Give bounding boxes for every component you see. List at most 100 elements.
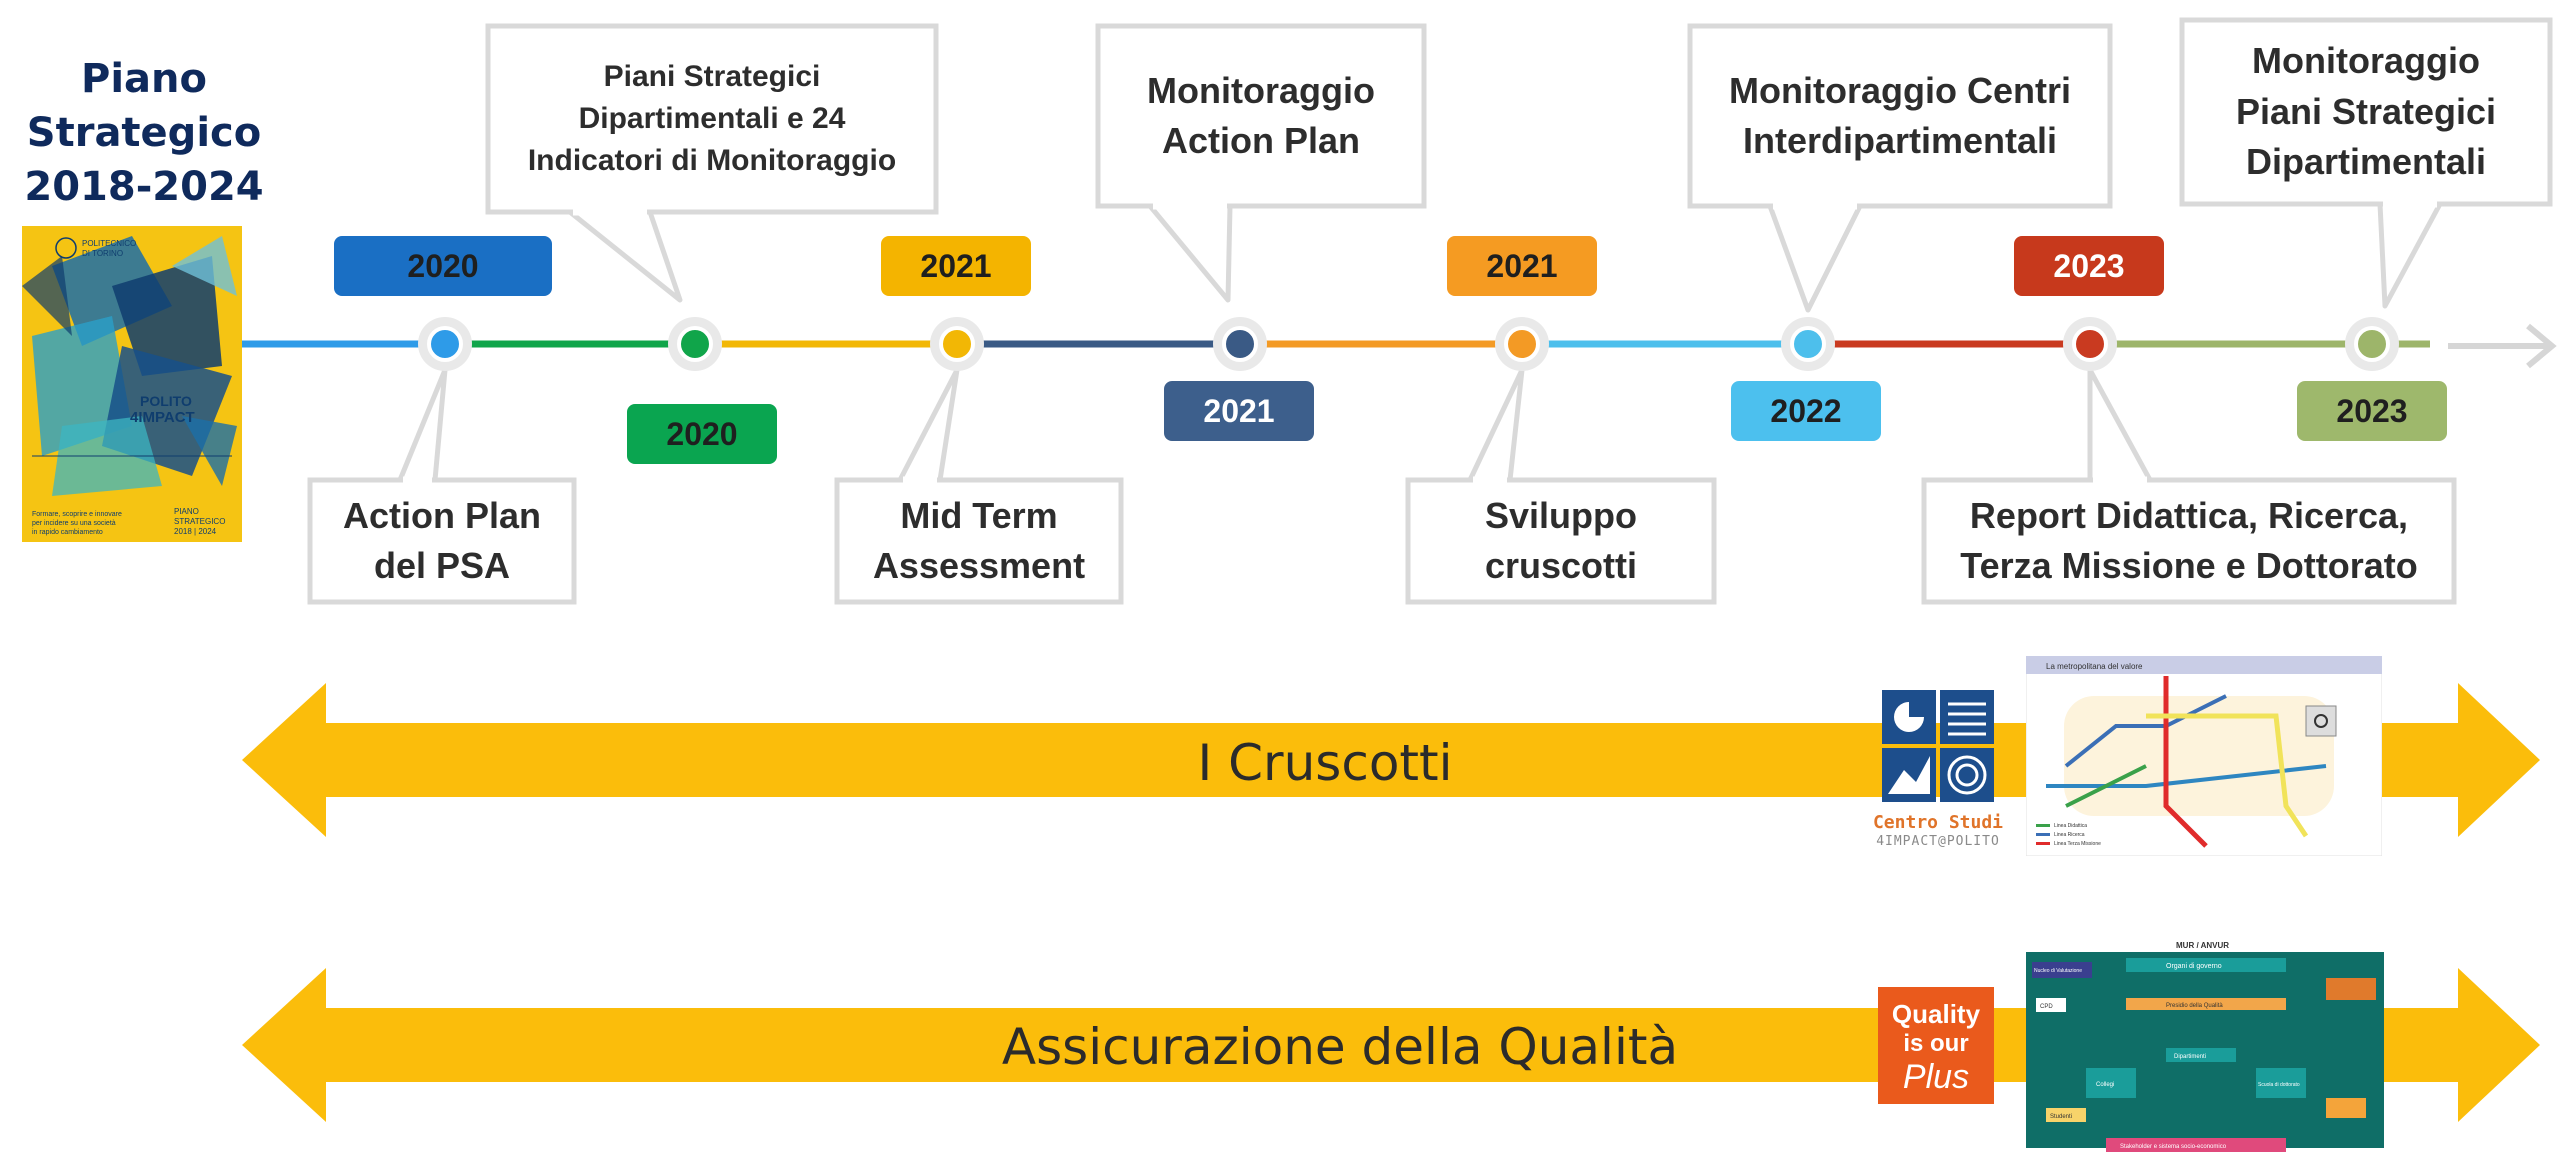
aq-dipartimenti: Dipartimenti xyxy=(2174,1054,2206,1060)
milestone-label: Sviluppo cruscotti xyxy=(1408,480,1714,602)
timeline-callouts xyxy=(307,17,2553,605)
polito-seal-icon xyxy=(55,237,77,259)
title-line-2: Strategico xyxy=(26,110,262,156)
cruscotti-banner-arrow xyxy=(242,683,2540,837)
area-chart-icon xyxy=(1888,756,1930,794)
metro-legend-3: Linea Terza Missione xyxy=(2054,841,2101,847)
callout-box xyxy=(834,367,1124,605)
milestone-label-line: Piani Strategici xyxy=(603,60,821,93)
aq-nucleo: Nucleo di Valutazione xyxy=(2034,968,2082,974)
milestone-label-line: Monitoraggio xyxy=(2252,40,2480,82)
cover-tagline-2: per incidere su una società xyxy=(32,520,116,527)
aq-presidio: Presidio della Qualità xyxy=(2166,1003,2223,1009)
year-badge: 2021 xyxy=(1164,381,1314,441)
year-badge: 2020 xyxy=(627,404,777,464)
aq-cpd: CPD xyxy=(2040,1004,2053,1010)
cover-doc-2: STRATEGICO xyxy=(174,517,225,526)
year-badge: 2022 xyxy=(1731,381,1881,441)
cover-tagline-3: in rapido cambiamento xyxy=(32,529,103,536)
centro-studi-logo xyxy=(1882,690,1994,802)
milestone-label-line: Action Plan xyxy=(1161,120,1360,161)
timeline-node xyxy=(677,326,713,362)
milestone-label-line: Dipartimentali e 24 xyxy=(578,102,846,135)
milestone-label-line: Report Didattica, Ricerca, xyxy=(1969,494,2409,536)
centro-studi-label: Centro Studi xyxy=(1872,812,2004,833)
callout-box xyxy=(2179,17,2553,309)
aq-scuola: Scuola di dottorato xyxy=(2258,1082,2300,1088)
milestone-label-line: Mid Term xyxy=(900,494,1058,536)
strategic-plan-cover: POLITECNICO DI TORINO POLITO 4IMPACT For… xyxy=(22,226,242,542)
quality-system-diagram: MUR / ANVUR Organi di governo Nucleo di … xyxy=(2026,938,2384,1156)
qualita-banner-label: Assicurazione della Qualità xyxy=(1001,1018,1679,1076)
cover-logo-bottom: 4IMPACT xyxy=(130,409,195,426)
cover-artwork: POLITECNICO DI TORINO POLITO 4IMPACT For… xyxy=(22,226,242,542)
metro-map-header: La metropolitana del valore xyxy=(2046,662,2143,671)
milestone-label: Report Didattica, Ricerca, Terza Missione… xyxy=(1924,480,2454,602)
quality-logo-line2: is our xyxy=(1903,1030,1969,1057)
milestone-label-line: del PSA xyxy=(373,545,511,586)
milestone-label-line: Indicatori di Monitoraggio xyxy=(527,144,897,177)
timeline-node xyxy=(939,326,975,362)
callout-box xyxy=(307,367,577,605)
milestone-label-line: Piani Strategici xyxy=(2235,90,2497,132)
page-title: Piano Strategico 2018-2024 xyxy=(10,52,278,214)
aq-collegi: Collegi xyxy=(2096,1082,2114,1088)
timeline-node xyxy=(1504,326,1540,362)
quality-plus-logo: Quality is our Plus xyxy=(1878,987,1994,1104)
year-badge: 2020 xyxy=(334,236,552,296)
timeline-node xyxy=(2072,326,2108,362)
milestone-label-line: Dipartimentali xyxy=(2245,141,2487,183)
year-badge: 2023 xyxy=(2014,236,2164,296)
banners xyxy=(242,683,2540,1122)
timeline-node xyxy=(427,326,463,362)
cover-logo-top: POLITO xyxy=(140,393,192,409)
cover-doc-1: PIANO xyxy=(174,507,199,516)
metro-legend-1: Linea Didattica xyxy=(2054,823,2087,829)
cover-brand-1: POLITECNICO xyxy=(82,239,136,248)
radial-chart-icon xyxy=(1947,755,1987,795)
milestone-label: Action Plan del PSA xyxy=(310,480,574,602)
timeline-node xyxy=(2354,326,2390,362)
aq-bottom: Stakeholder e sistema socio-economico xyxy=(2120,1144,2227,1150)
cruscotti-banner-label: I Cruscotti xyxy=(1197,734,1453,792)
pie-chart-icon xyxy=(1894,702,1924,732)
callout-box xyxy=(1095,23,1427,303)
qualita-banner-arrow xyxy=(242,968,2540,1122)
cover-brand-2: DI TORINO xyxy=(82,249,123,258)
milestone-label-line: Action Plan xyxy=(342,494,542,536)
metro-map-image: La metropolitana del valore Linea Didatt… xyxy=(2026,656,2382,856)
year-badge: 2023 xyxy=(2297,381,2447,441)
milestone-label-line: Sviluppo xyxy=(1484,494,1637,536)
callout-box xyxy=(1405,367,1717,605)
table-icon xyxy=(1948,702,1986,736)
cover-tagline-1: Formare, scoprire e innovare xyxy=(32,511,122,518)
timeline-node xyxy=(1222,326,1258,362)
milestone-label-line: Assessment xyxy=(872,545,1086,586)
callout-box xyxy=(1921,367,2457,605)
quality-logo-line1: Quality xyxy=(1891,999,1981,1029)
year-badge: 2021 xyxy=(881,236,1031,296)
aq-governo: Organi di governo xyxy=(2166,963,2222,970)
title-line-3: 2018-2024 xyxy=(24,164,264,210)
quality-logo-line3: Plus xyxy=(1902,1058,1970,1096)
callout-box xyxy=(1687,23,2113,313)
aq-top: MUR / ANVUR xyxy=(2176,941,2229,950)
cover-doc-3: 2018 | 2024 xyxy=(174,527,217,536)
title-line-1: Piano xyxy=(81,56,207,102)
milestone-label-line: Interdipartimentali xyxy=(1742,120,2058,161)
centro-studi-sublabel: 4IMPACT@POLITO xyxy=(1876,834,2000,849)
timeline-arrow-icon xyxy=(2448,323,2557,369)
year-badge: 2021 xyxy=(1447,236,1597,296)
milestone-label-line: Monitoraggio Centri xyxy=(1729,69,2071,111)
timeline xyxy=(242,17,2557,605)
timeline-nodes xyxy=(418,317,2399,371)
milestone-label-line: Terza Missione e Dottorato xyxy=(1960,545,2418,586)
callout-box xyxy=(485,23,939,303)
milestone-label-line: cruscotti xyxy=(1484,545,1638,586)
